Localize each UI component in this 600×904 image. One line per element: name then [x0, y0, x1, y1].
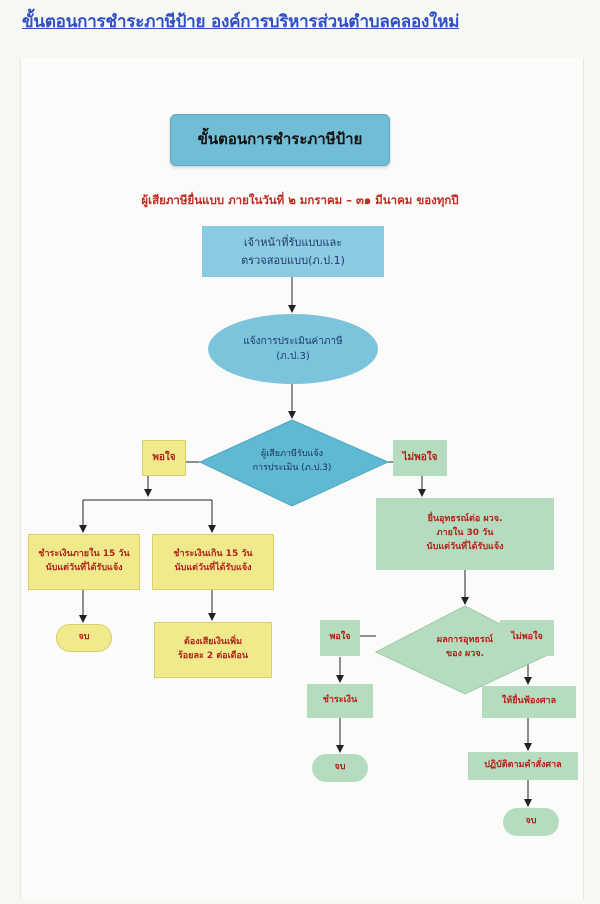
- assessment-ellipse: แจ้งการประเมินค่าภาษี (ภ.ป.3): [208, 314, 378, 384]
- decision-text: ผู้เสียภาษีรับแจ้ง การประเมิน (ภ.ป.3): [232, 440, 352, 484]
- file-court-box: ให้ยื่นฟ้องศาล: [482, 686, 576, 718]
- appeal-line-3: นับแต่วันที่ได้รับแจ้ง: [426, 541, 504, 552]
- not-satisfied-label: ไม่พอใจ: [393, 440, 447, 476]
- satisfied-label: พอใจ: [142, 440, 186, 476]
- pay-box: ชำระเงิน: [307, 684, 373, 718]
- appeal-result-line-1: ผลการอุทธรณ์: [436, 635, 494, 646]
- flowchart-header: ขั้นตอนการชำระภาษีป้าย: [170, 114, 390, 166]
- end-middle-terminal: จบ: [312, 754, 368, 782]
- decision-line-2: การประเมิน (ภ.ป.3): [252, 463, 332, 473]
- filing-period-note: ผู้เสียภาษียื่นแบบ ภายในวันที่ ๒ มกราคม …: [141, 193, 459, 207]
- appeal-line-1: ยื่นอุทธรณ์ต่อ ผวจ.: [427, 514, 503, 525]
- end-left-terminal: จบ: [56, 624, 112, 652]
- assessment-line-2: (ภ.ป.3): [276, 351, 310, 362]
- appeal-not-satisfied-label: ไม่พอใจ: [500, 620, 554, 656]
- follow-court-order-box: ปฏิบัติตามคำสั่งศาล: [468, 752, 578, 780]
- appeal-result-text: ผลการอุทธรณ์ ของ ผวจ.: [410, 628, 520, 668]
- decision-diamond: [198, 419, 390, 507]
- pay-within-line-1: ชำระเงินภายใน 15 วัน: [38, 549, 130, 560]
- officer-line-1: เจ้าหน้าที่รับแบบและ: [243, 236, 343, 250]
- pay-over-line-2: นับแต่วันที่ได้รับแจ้ง: [174, 563, 252, 573]
- decision-line-1: ผู้เสียภาษีรับแจ้ง: [260, 449, 324, 460]
- officer-line-2: ตรวจสอบแบบ(ภ.ป.1): [241, 253, 345, 267]
- officer-review-box: เจ้าหน้าที่รับแบบและ ตรวจสอบแบบ(ภ.ป.1): [202, 226, 384, 277]
- appeal-satisfied-label: พอใจ: [320, 620, 360, 656]
- page-title: ขั้นตอนการชำระภาษีป้าย องค์การบริหารส่วน…: [22, 12, 460, 32]
- appeal-line-2: ภายใน 30 วัน: [436, 528, 494, 539]
- end-right-terminal: จบ: [503, 808, 559, 836]
- surcharge-line-1: ต้องเสียเงินเพิ่ม: [183, 637, 243, 648]
- appeal-box: ยื่นอุทธรณ์ต่อ ผวจ. ภายใน 30 วัน นับแต่ว…: [376, 498, 554, 570]
- pay-over-15-days-box: ชำระเงินเกิน 15 วัน นับแต่วันที่ได้รับแจ…: [152, 534, 274, 590]
- pay-within-15-days-box: ชำระเงินภายใน 15 วัน นับแต่วันที่ได้รับแ…: [28, 534, 140, 590]
- surcharge-box: ต้องเสียเงินเพิ่ม ร้อยละ 2 ต่อเดือน: [154, 622, 272, 678]
- surcharge-line-2: ร้อยละ 2 ต่อเดือน: [177, 651, 249, 661]
- appeal-result-line-2: ของ ผวจ.: [445, 649, 485, 659]
- pay-over-line-1: ชำระเงินเกิน 15 วัน: [173, 549, 253, 560]
- pay-within-line-2: นับแต่วันที่ได้รับแจ้ง: [45, 563, 123, 573]
- assessment-line-1: แจ้งการประเมินค่าภาษี: [243, 335, 343, 347]
